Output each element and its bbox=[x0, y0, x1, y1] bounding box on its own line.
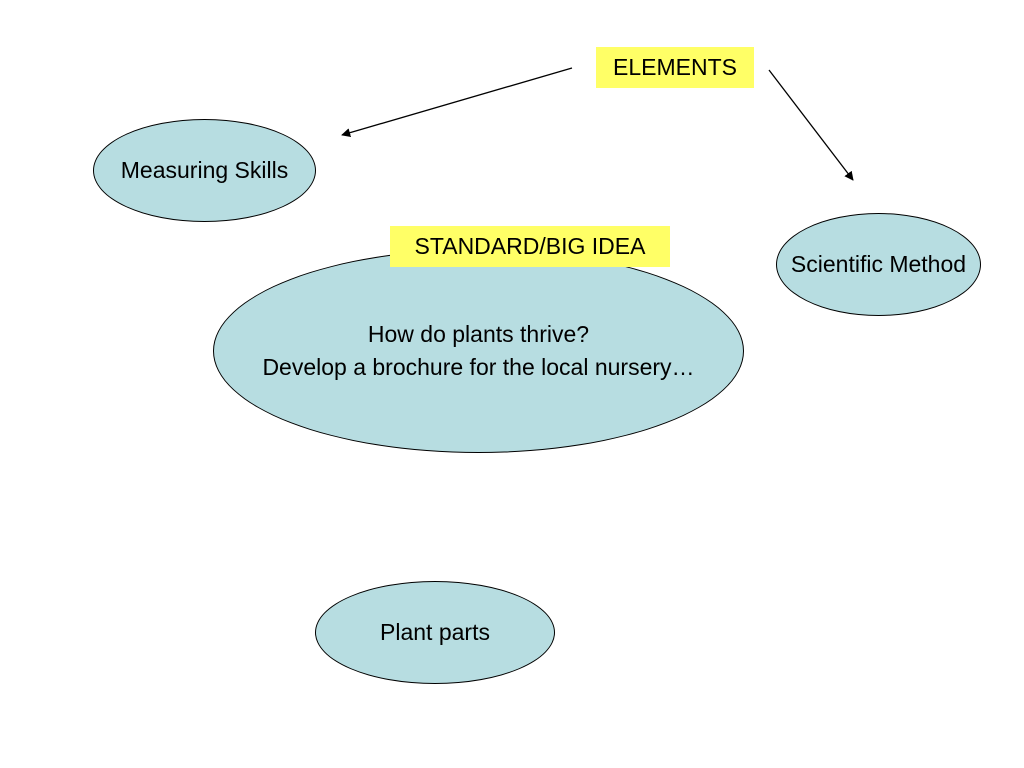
big-idea-question: How do plants thrive? bbox=[367, 320, 590, 347]
plant-parts-text: Plant parts bbox=[380, 618, 490, 645]
elements-label-text: ELEMENTS bbox=[613, 54, 737, 80]
elements-label: ELEMENTS bbox=[596, 47, 754, 88]
scientific-method-bubble: Scientific Method bbox=[776, 213, 981, 316]
measuring-skills-bubble: Measuring Skills bbox=[93, 119, 316, 222]
arrow-elements-to-measuring-skills bbox=[341, 67, 573, 138]
big-idea-task: Develop a brochure for the local nursery… bbox=[262, 354, 695, 380]
plant-parts-bubble: Plant parts bbox=[315, 581, 555, 684]
scientific-method-text: Scientific Method bbox=[790, 250, 967, 277]
big-idea-bubble: How do plants thrive? Develop a brochure… bbox=[213, 249, 744, 453]
standard-big-idea-label-text: STANDARD/BIG IDEA bbox=[414, 233, 646, 259]
standard-big-idea-label: STANDARD/BIG IDEA bbox=[390, 226, 670, 267]
measuring-skills-text: Measuring Skills bbox=[120, 156, 289, 183]
arrow-elements-to-scientific-method bbox=[768, 69, 854, 181]
big-idea-text: How do plants thrive? Develop a brochure… bbox=[262, 318, 694, 385]
